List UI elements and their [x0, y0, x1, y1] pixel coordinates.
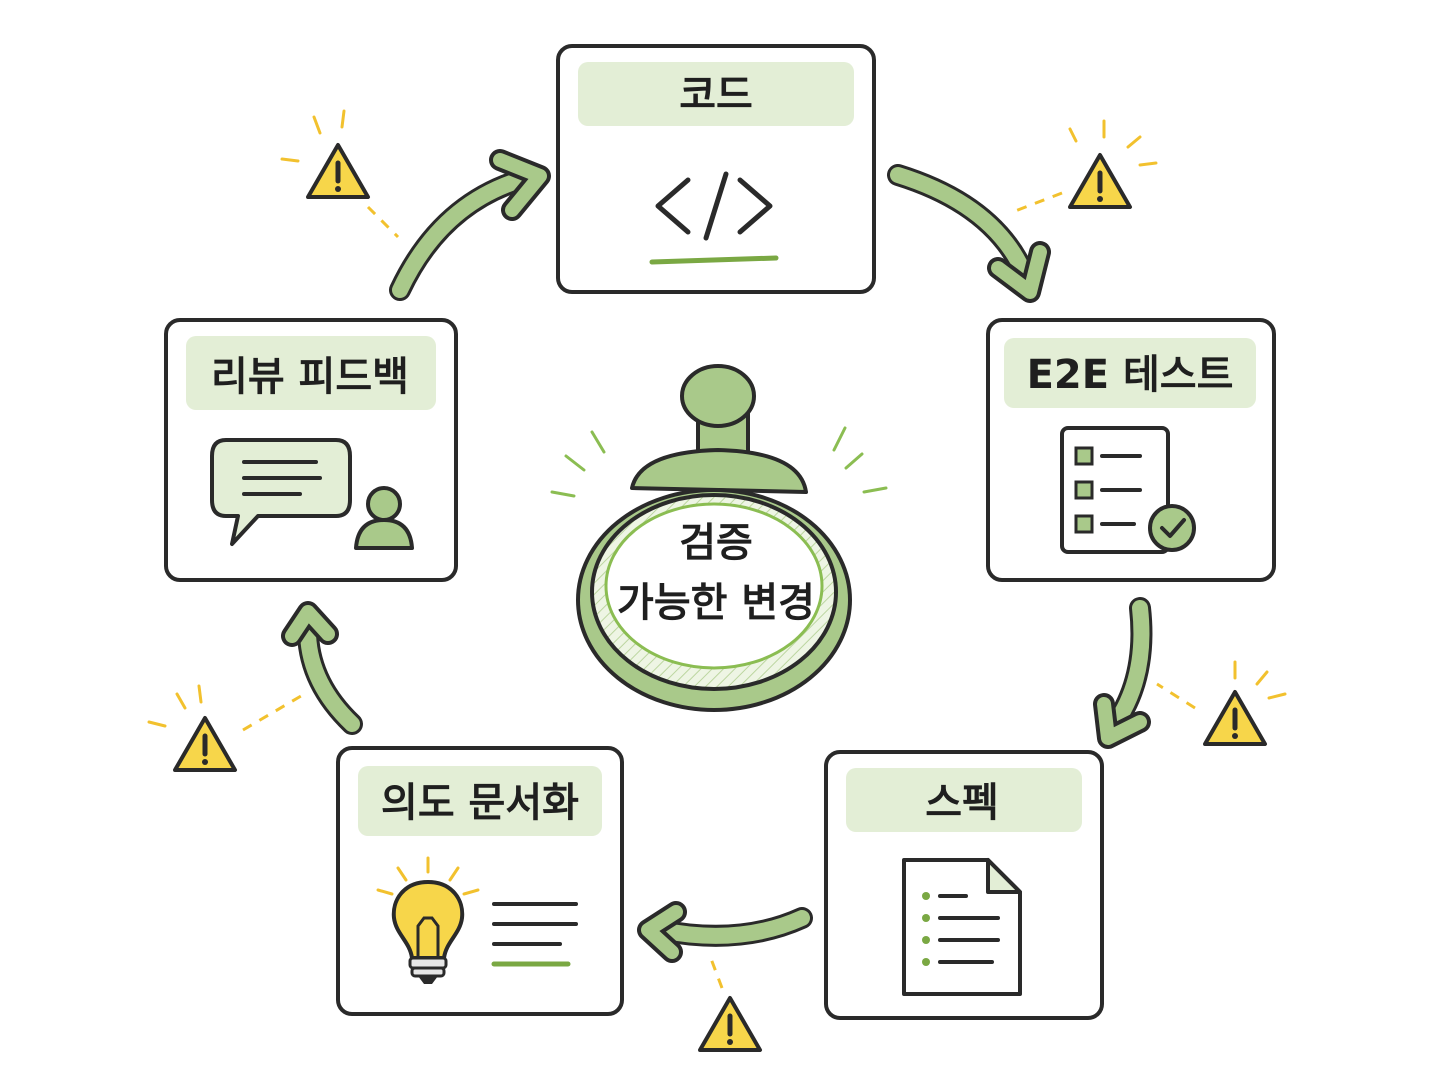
- warning-icon: [280, 109, 400, 239]
- warning-signs: [147, 109, 1287, 1052]
- warning-icon: [147, 684, 302, 772]
- card-spec: 스펙: [824, 750, 1104, 1020]
- warning-icon: [1009, 119, 1158, 215]
- card-label-code: 코드: [679, 72, 753, 118]
- card-intent-documentation: 의도 문서화: [336, 746, 624, 1016]
- checklist-icon: [1060, 426, 1196, 554]
- arrow-code-to-e2e: [887, 164, 1051, 303]
- arrow-review-to-code: [389, 149, 551, 301]
- card-label-e2e: E2E 테스트: [1027, 352, 1234, 398]
- card-label-intent: 의도 문서화: [381, 780, 579, 826]
- arrow-spec-to-intent: [637, 901, 813, 963]
- warning-icon: [698, 955, 762, 1052]
- card-review-feedback: 리뷰 피드백: [164, 318, 458, 582]
- center-title-line2: 가능한 변경: [617, 580, 815, 626]
- cycle-arrows: [281, 149, 1153, 963]
- sparkle-lines: [550, 426, 888, 498]
- card-label-review: 리뷰 피드백: [211, 354, 409, 400]
- card-code: 코드: [556, 44, 876, 294]
- card-label-spec: 스펙: [925, 780, 999, 826]
- card-e2e-test: E2E 테스트: [986, 318, 1276, 582]
- code-brackets-icon: [655, 171, 773, 241]
- arrow-e2e-to-spec: [1093, 597, 1153, 749]
- lightbulb-icon: [376, 856, 480, 984]
- user-icon: [354, 486, 414, 550]
- warning-icon: [1156, 660, 1287, 746]
- center-title-line1: 검증: [679, 520, 753, 566]
- speech-bubble-icon: [210, 438, 352, 546]
- center-stamp: 검증 가능한 변경: [550, 364, 888, 712]
- arrow-intent-to-review: [281, 601, 363, 735]
- document-icon: [902, 858, 1022, 996]
